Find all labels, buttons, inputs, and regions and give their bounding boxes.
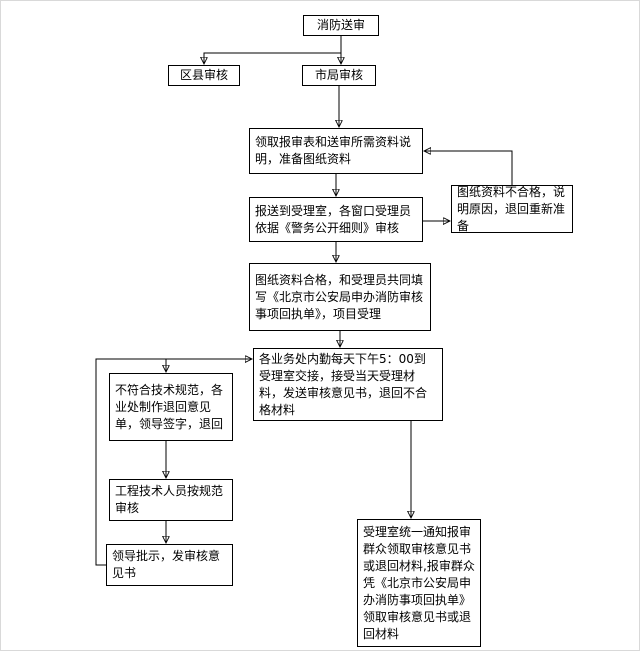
node-leader-approval: 领导批示，发审核意见书 [106,544,233,586]
edge-start-to-district [204,36,342,64]
node-label: 受理室统一通知报审群众领取审核意见书或退回材料,报审群众凭《北京市公安局申办消防… [363,524,475,641]
node-label: 领取报审表和送审所需资料说明，准备图纸资料 [255,135,412,166]
node-collect-forms: 领取报审表和送审所需资料说明，准备图纸资料 [249,128,423,174]
node-label: 图纸资料不合格，说明原因，退回重新准备 [457,185,566,233]
node-city-bureau-review: 市局审核 [302,65,376,86]
edge-unqualified-to-collect [424,151,513,185]
node-drawings-unqualified: 图纸资料不合格，说明原因，退回重新准备 [451,185,573,233]
node-label: 区县审核 [179,68,228,82]
node-label: 图纸资料合格，和受理员共同填写《北京市公安局申办消防审核事项回执单》，项目受理 [255,272,424,321]
node-label: 领导批示，发审核意见书 [112,549,221,580]
node-label: 市局审核 [314,68,363,82]
node-fire-review-start: 消防送审 [303,15,379,36]
node-district-review: 区县审核 [168,65,240,86]
node-submit-to-reception: 报送到受理室，各窗口受理员依据《警务公开细则》审核 [249,197,423,242]
node-daily-handover: 各业务处内勤每天下午5：00到受理室交接，接受当天受理材料，发送审核意见书，退回… [253,348,443,421]
node-drawings-qualified: 图纸资料合格，和受理员共同填写《北京市公安局申办消防审核事项回执单》，项目受理 [249,263,431,331]
node-label: 消防送审 [316,18,365,32]
node-label: 报送到受理室，各窗口受理员依据《警务公开细则》审核 [255,203,412,235]
node-engineer-review: 工程技术人员按规范审核 [109,479,233,521]
node-label: 工程技术人员按规范审核 [115,484,224,515]
node-label: 不符合技术规范，各业处制作退回意见单，领导签字，退回 [115,382,224,431]
node-nonconforming-return: 不符合技术规范，各业处制作退回意见单，领导签字，退回 [109,373,233,441]
node-label: 各业务处内勤每天下午5：00到受理室交接，接受当天受理材料，发送审核意见书，退回… [259,351,428,417]
node-reception-notify: 受理室统一通知报审群众领取审核意见书或退回材料,报审群众凭《北京市公安局申办消防… [357,519,481,647]
